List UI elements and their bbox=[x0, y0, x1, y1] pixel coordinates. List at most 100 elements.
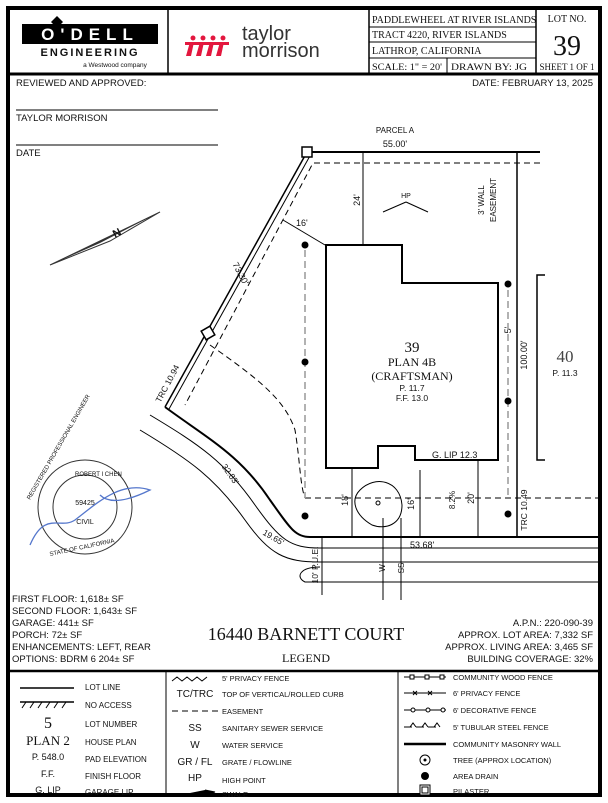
label-plan-side_length: 100.00' bbox=[519, 340, 529, 370]
label-legend-col1-2-label: LOT NUMBER bbox=[85, 720, 138, 729]
label-header-odell_logo-tagline: a Westwood company bbox=[83, 62, 148, 69]
date-signature-label: DATE bbox=[16, 148, 41, 159]
drawing-mark bbox=[21, 701, 67, 709]
drawing-mark bbox=[184, 162, 540, 406]
drawing-mark: FIRST FLOOR: 1,618± SF SECOND FLOOR: 1,6… bbox=[12, 594, 594, 665]
drawing-mark bbox=[410, 707, 416, 713]
drawing-mark bbox=[301, 241, 309, 249]
drawing-mark bbox=[52, 474, 118, 540]
swale-arrow-icon bbox=[180, 789, 216, 796]
label-legend-col3-7-label: PILASTER bbox=[453, 787, 490, 796]
legend-title: LEGEND bbox=[282, 651, 330, 665]
legend-col-3: COMMUNITY WOOD FENCE 6' PRIVACY FENCE 6'… bbox=[404, 673, 561, 796]
reviewed-label: REVIEWED AND APPROVED: bbox=[16, 78, 146, 89]
drawing-mark bbox=[200, 35, 206, 41]
label-legend-col3-5-label: TREE (APPROX LOCATION) bbox=[453, 756, 552, 765]
label-legend-col3-0-label: COMMUNITY WOOD FENCE bbox=[453, 673, 553, 682]
label-header-odell_logo-name: O'DELL bbox=[41, 25, 139, 44]
project-name: PADDLEWHEEL AT RIVER ISLANDS bbox=[372, 15, 536, 26]
label-legend-col2-0-label: 5' PRIVACY FENCE bbox=[222, 674, 289, 683]
drawn-by: DRAWN BY: JG bbox=[451, 63, 527, 73]
drawing-mark bbox=[382, 201, 429, 213]
drawing-mark bbox=[282, 219, 326, 246]
location: LATHROP, CALIFORNIA bbox=[372, 46, 482, 57]
label-legend-col2-3-label: SANITARY SEWER SERVICE bbox=[222, 724, 323, 733]
label-plan-trc_right: TRC 10.49 bbox=[519, 489, 529, 530]
drawing-mark bbox=[504, 510, 512, 518]
label-legend-col3-4-label: COMMUNITY MASONRY WALL bbox=[453, 740, 561, 749]
drawing-mark bbox=[409, 674, 415, 680]
label-plan-ff: F.F. 13.0 bbox=[396, 393, 428, 403]
label-legend-col1-2-sym: 5 bbox=[44, 715, 52, 732]
people-icon bbox=[185, 35, 229, 56]
easement-lines bbox=[184, 162, 600, 499]
label-plan-front_setback_1: 18' bbox=[340, 494, 350, 506]
label-plan-wall_easement_2: EASEMENT bbox=[489, 178, 498, 222]
north-arrow-icon: N bbox=[49, 211, 161, 266]
label-legend-col1-1-label: NO ACCESS bbox=[85, 701, 132, 710]
label-header-builder_logo-line1: taylor bbox=[242, 23, 291, 45]
drawing-mark bbox=[22, 24, 158, 44]
drawing-mark bbox=[423, 758, 427, 762]
label-areas-first_floor: FIRST FLOOR: 1,618± SF bbox=[12, 594, 124, 605]
label-stamp-number: 59425 bbox=[75, 500, 95, 507]
address: 16440 BARNETT COURT bbox=[208, 624, 405, 644]
label-legend-col3-6-label: AREA DRAIN bbox=[453, 772, 498, 781]
label-areas-enhancements: ENHANCEMENTS: LEFT, REAR bbox=[12, 642, 151, 653]
drawing-mark bbox=[149, 414, 600, 549]
drawing-mark bbox=[164, 406, 311, 538]
house-footprint bbox=[325, 244, 499, 469]
label-legend-col1-3-sym: PLAN 2 bbox=[26, 733, 70, 748]
drawing-mark bbox=[209, 344, 306, 499]
swale-lines bbox=[304, 250, 509, 498]
label-legend-col1-4-sym: P. 548.0 bbox=[32, 752, 64, 762]
label-plan-arc2: 19.65' bbox=[261, 527, 286, 547]
scale: SCALE: 1" = 20' bbox=[372, 63, 442, 73]
label-legend-col2-5-label: GRATE / FLOWLINE bbox=[222, 758, 292, 767]
house-lot-number: 39 bbox=[405, 340, 420, 356]
label-stamp-bottom: STATE OF CALIFORNIA bbox=[49, 538, 115, 558]
adjacent-lot-number: 40 bbox=[557, 347, 574, 366]
label-legend-col2-4-sym: W bbox=[190, 740, 200, 751]
label-areas-porch: PORCH: 72± SF bbox=[12, 630, 82, 641]
pilaster-icon bbox=[301, 146, 313, 158]
label-legend-col2-7-label: SWALE bbox=[222, 790, 248, 799]
label-legend-col3-3-label: 5' TUBULAR STEEL FENCE bbox=[453, 723, 549, 732]
label-plan-corner_setback: 16' bbox=[296, 218, 308, 228]
drawing-mark bbox=[421, 772, 429, 780]
legend-col-1: LOT LINE NO ACCESS 5 LOT NUMBER PLAN 2 H… bbox=[20, 683, 147, 797]
sheet-border bbox=[6, 6, 602, 797]
label-plan-parcel: PARCEL A bbox=[376, 126, 415, 135]
drawing-mark bbox=[51, 16, 63, 28]
label-header-builder_logo-line2: morrison bbox=[242, 40, 320, 62]
label-legend-col2-1-sym: TC/TRC bbox=[177, 689, 214, 700]
label-plan-water: W bbox=[378, 564, 387, 572]
label-plan-front_width: 53.68' bbox=[410, 540, 435, 550]
label-plan-pue: 10' P.U.E. bbox=[310, 547, 320, 584]
label-plan-sewer: SS bbox=[397, 563, 406, 574]
label-legend-col2-1-label: TOP OF VERTICAL/ROLLED CURB bbox=[222, 690, 344, 699]
label-legend-col2-6-label: HIGH POINT bbox=[222, 776, 266, 785]
drawing-mark bbox=[164, 151, 308, 408]
drawing-mark bbox=[440, 707, 446, 713]
label-legend-col2-2-label: EASEMENT bbox=[222, 707, 264, 716]
drawing-mark bbox=[504, 397, 512, 405]
label-plan-front_setback_2: 16' bbox=[406, 498, 416, 510]
label-legend-col3-2-label: 6' DECORATIVE FENCE bbox=[453, 706, 536, 715]
label-legend-col1-6-label: GARAGE LIP bbox=[85, 788, 133, 797]
drawing-mark bbox=[139, 429, 600, 563]
label-areas-coverage: BUILDING COVERAGE: 32% bbox=[467, 654, 593, 665]
engineer-stamp: 59425 CIVIL REGISTERED PROFESSIONAL ENGI… bbox=[27, 393, 152, 558]
drawing-mark bbox=[504, 280, 512, 288]
label-legend-col1-0-label: LOT LINE bbox=[85, 683, 120, 692]
label-legend-col1-4-label: PAD ELEVATION bbox=[85, 755, 147, 764]
legend-col-2: 5' PRIVACY FENCE TC/TRC TOP OF VERTICAL/… bbox=[171, 674, 344, 799]
label-plan-house_plan: PLAN 4B bbox=[388, 355, 436, 369]
company-signature-label: TAYLOR MORRISON bbox=[16, 113, 108, 124]
label-plan-adjacent_pad: P. 11.3 bbox=[552, 368, 577, 378]
label-plan-pad: P. 11.7 bbox=[399, 383, 424, 393]
label-areas-second_floor: SECOND FLOOR: 1,643± SF bbox=[12, 606, 137, 617]
label-plan-rear_setback: 24' bbox=[352, 194, 362, 206]
area-drain-icons bbox=[301, 241, 512, 520]
